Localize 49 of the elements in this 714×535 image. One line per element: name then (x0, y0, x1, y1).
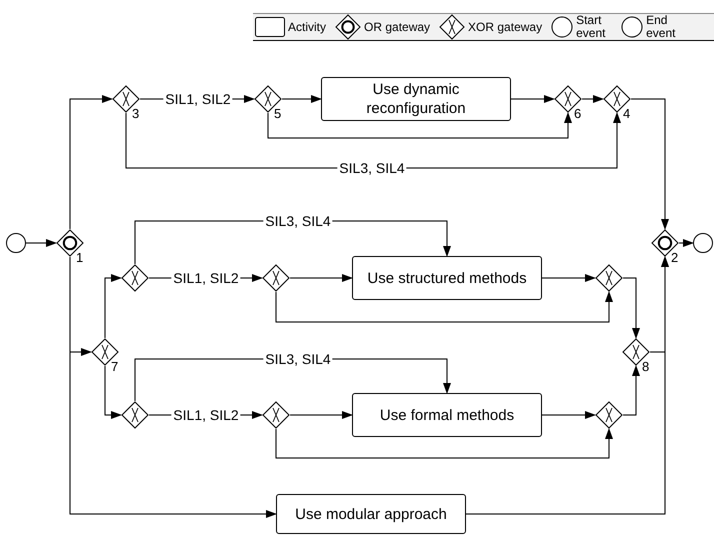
activity-box: Use structured methods (352, 256, 542, 300)
arrow (622, 365, 640, 416)
arrow (290, 274, 353, 282)
gateway-number: 2 (671, 251, 678, 264)
arrow (276, 428, 613, 458)
arrow (276, 291, 613, 322)
gateway-number: 5 (274, 107, 282, 120)
arrow (282, 95, 322, 103)
gateway-number: 3 (132, 107, 140, 120)
edge-label: SIL3, SIL4 (263, 213, 333, 229)
arrow (678, 239, 694, 247)
xor-gateway-diamond (262, 264, 290, 292)
edge-label: SIL3, SIL4 (337, 160, 407, 176)
xor-gateway-diamond (595, 264, 623, 292)
arrow (290, 411, 353, 419)
arrow (510, 95, 555, 103)
xor-gateway-diamond (262, 401, 290, 429)
edge-label: SIL1, SIL2 (171, 270, 241, 286)
legend-label: OR gateway (364, 20, 430, 34)
gateway-number: 7 (111, 360, 118, 373)
arrow (104, 274, 122, 338)
arrow (542, 411, 596, 419)
arrow (70, 95, 113, 230)
gateway-number: 4 (623, 107, 630, 120)
arrow (622, 278, 640, 339)
arrow (104, 366, 122, 419)
legend-label: End event (646, 14, 676, 40)
xor-gateway-diamond (595, 401, 623, 429)
gateway-number: 8 (642, 360, 650, 373)
gateway-number: 1 (76, 251, 84, 264)
activity-box: Use modular approach (276, 494, 466, 534)
activity-box: Use dynamic reconfiguration (321, 77, 511, 121)
edge-label: SIL1, SIL2 (171, 407, 241, 423)
legend-label: Activity (288, 20, 326, 34)
arrow (466, 256, 669, 514)
xor-gateway-diamond (121, 401, 149, 429)
edge-label: SIL3, SIL4 (263, 351, 333, 367)
edge-label: SIL1, SIL2 (163, 91, 233, 107)
arrow (26, 239, 57, 247)
arrow (126, 112, 621, 168)
gateway-number: 6 (574, 107, 582, 120)
arrow (542, 274, 596, 282)
activity-box: Use formal methods (352, 393, 542, 437)
arrow (582, 95, 604, 103)
legend-label: Start event (576, 14, 606, 40)
arrow (630, 98, 669, 230)
arrow (268, 112, 572, 138)
xor-gateway-diamond (121, 264, 149, 292)
legend-label: XOR gateway (468, 20, 542, 34)
